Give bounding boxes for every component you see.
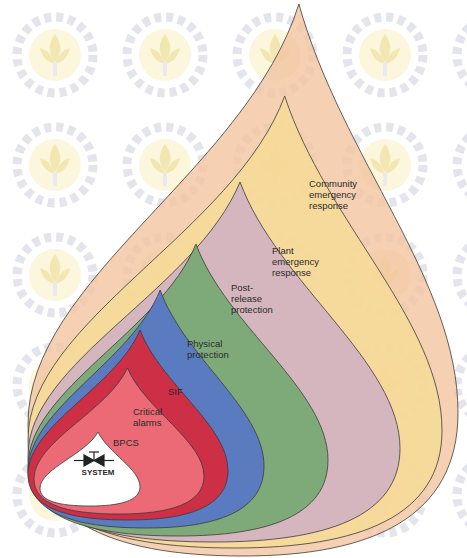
protection-layer: Physical protectionSIF Critical alarmsBPC… bbox=[28, 244, 328, 536]
layer-label: Community emergency response bbox=[309, 179, 379, 212]
layer-label: SIF bbox=[168, 387, 194, 398]
protection-layer: Post-release protectionPhysical protecti… bbox=[28, 182, 400, 542]
protection-layer: SIF Critical alarmsBPCS SYSTEM bbox=[28, 290, 264, 528]
layer-label: Plant emergency response bbox=[272, 246, 332, 279]
layer-label: BPCS bbox=[113, 438, 147, 449]
layer-label: SYSTEM bbox=[78, 468, 118, 477]
protection-layer: Community emergency responsePlant emerge… bbox=[28, 4, 458, 556]
layer-label: Critical alarms bbox=[133, 407, 173, 429]
layer-label: Post-release protection bbox=[231, 283, 279, 316]
protection-layer: Plant emergency responsePost-release pro… bbox=[28, 96, 442, 548]
layer-label: Physical protection bbox=[187, 339, 243, 361]
